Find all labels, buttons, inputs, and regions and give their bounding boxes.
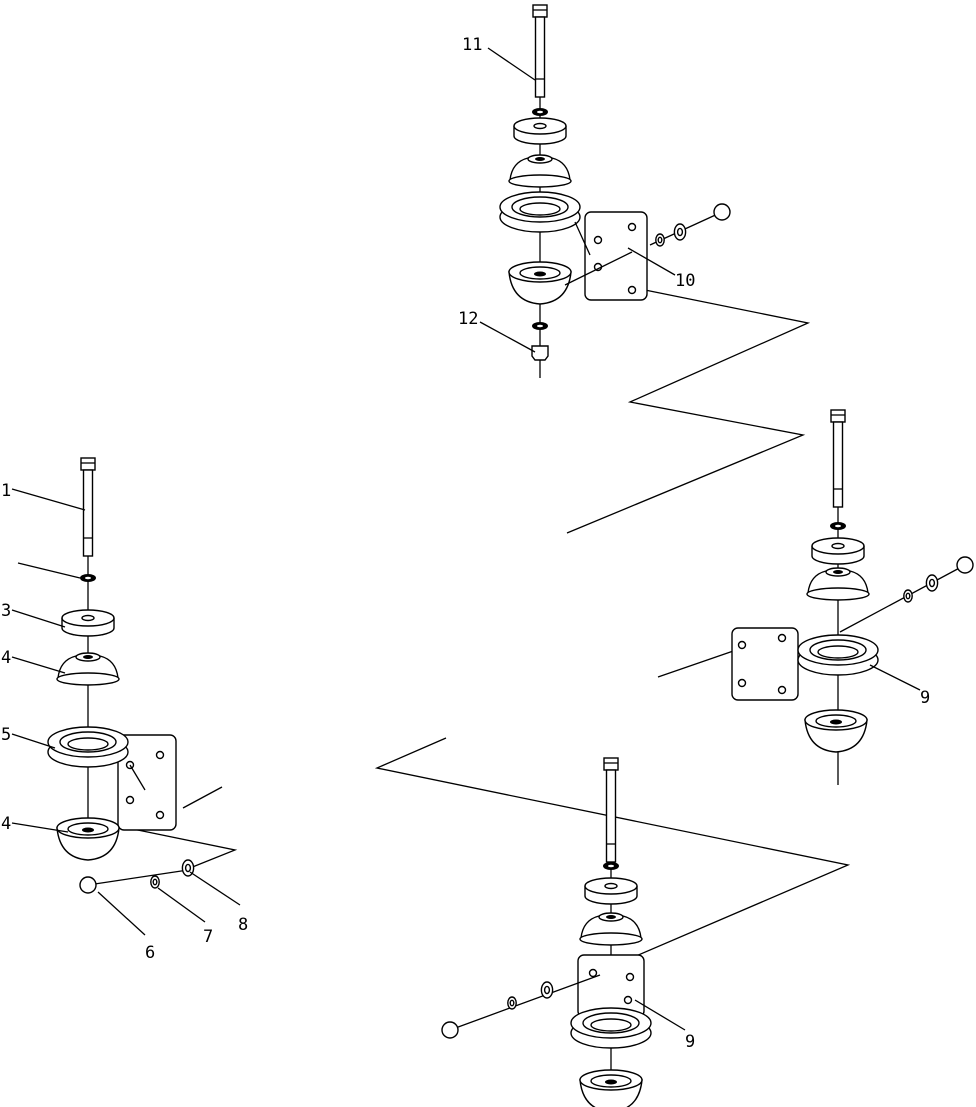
callout-11: 11 (462, 35, 482, 55)
lock-washer (603, 862, 619, 870)
rubber-mount-upper (579, 912, 643, 946)
washer-disc (513, 117, 567, 145)
washer-disc (61, 609, 115, 637)
lock-washer (830, 522, 846, 530)
rubber-mount-lower (56, 817, 120, 861)
flat-washer (540, 981, 554, 999)
leader-line (564, 251, 633, 286)
bolt (80, 457, 96, 557)
lock-washer (80, 574, 96, 582)
parts (47, 4, 974, 1107)
lock-washer (532, 108, 548, 116)
callout-4-lower: 4 (1, 814, 11, 834)
callout-6: 6 (145, 943, 155, 963)
rubber-mount-lower (579, 1069, 643, 1107)
connector-zigzag-top (566, 289, 811, 534)
bracket-ring (47, 726, 129, 768)
bracket-plate (117, 734, 177, 831)
bracket-plate (584, 211, 648, 301)
bracket-plate (731, 627, 799, 701)
washer-disc (584, 877, 638, 905)
callout-4-upper: 4 (1, 648, 11, 668)
flat-washer (507, 996, 517, 1010)
flat-washer (655, 233, 665, 247)
bracket-ring (570, 1007, 652, 1049)
rubber-mount-upper (56, 652, 120, 686)
side-bolt (839, 556, 974, 633)
bracket-edge (574, 221, 591, 256)
connector-left (182, 786, 223, 809)
rubber-mount-upper (806, 567, 870, 601)
bolt (532, 4, 548, 98)
bracket-plate (577, 954, 645, 1018)
rubber-mount-lower (804, 709, 868, 753)
connector-lines (127, 289, 851, 963)
callout-1: 1 (1, 481, 11, 501)
callout-9-bottom: 9 (685, 1032, 695, 1052)
bolt (830, 409, 846, 508)
bracket-ring (797, 634, 879, 676)
rubber-mount-upper (508, 154, 572, 188)
rubber-mount-lower (508, 261, 572, 305)
flat-washer (150, 875, 160, 889)
callout-3: 3 (1, 601, 11, 621)
callout-5: 5 (1, 725, 11, 745)
lock-washer (532, 322, 548, 330)
callout-8: 8 (238, 915, 248, 935)
flat-washer (673, 223, 687, 241)
washer-disc (811, 537, 865, 565)
side-bolt (441, 974, 601, 1039)
flat-washer (903, 589, 913, 603)
nut (531, 345, 549, 361)
flat-washer (925, 574, 939, 592)
callout-10: 10 (675, 271, 695, 291)
callouts: 11 10 12 1 3 4 5 4 6 7 8 9 9 (1, 35, 930, 1052)
connector-left-lower (127, 827, 238, 869)
callout-9-right: 9 (920, 688, 930, 708)
bolt (603, 757, 619, 863)
callout-12: 12 (458, 309, 478, 329)
side-bolt (79, 869, 189, 894)
connector-right (657, 647, 743, 678)
callout-7: 7 (203, 927, 213, 947)
bracket-ring (499, 191, 581, 233)
bracket-edge (129, 764, 146, 791)
